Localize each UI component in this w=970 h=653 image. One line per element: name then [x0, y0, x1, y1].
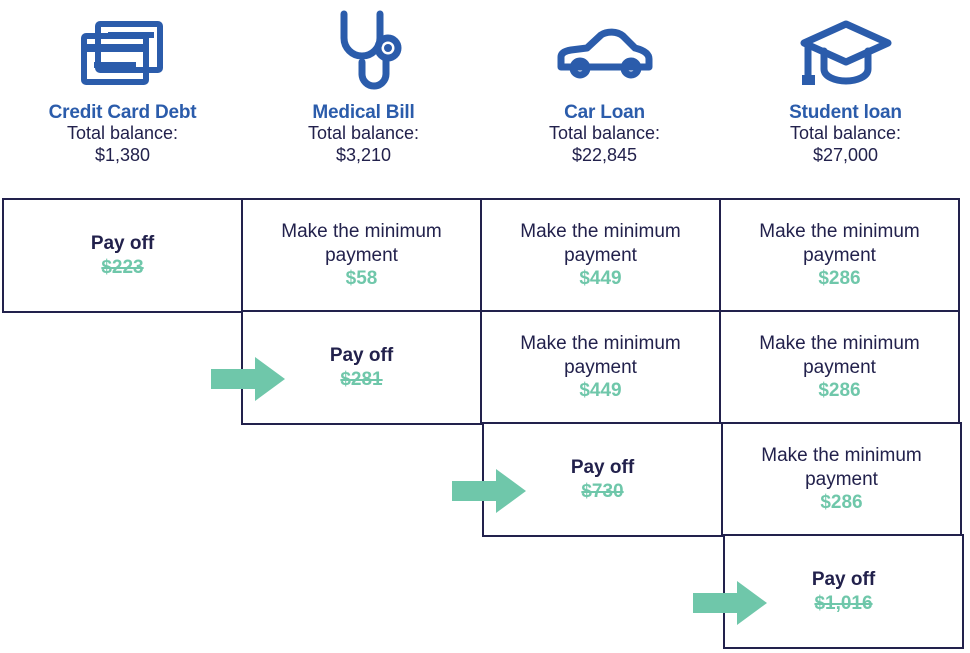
plan-cell-blank	[2, 424, 243, 537]
plan-cell-minimum[interactable]: Make the minimum payment $286	[719, 310, 960, 425]
debt-name: Student loan	[789, 102, 902, 123]
cell-action-label: Make the minimum payment	[761, 444, 922, 490]
cell-action-label: Make the minimum payment	[520, 332, 681, 378]
plan-cell-blank	[243, 536, 484, 649]
debt-header-credit-card-debt: Credit Card Debt Total balance: $1,380	[2, 0, 243, 200]
plan-cell-blank	[2, 312, 243, 425]
cell-action-label: Pay off	[811, 568, 876, 590]
plan-cell-minimum[interactable]: Make the minimum payment $286	[719, 198, 960, 313]
cell-amount: $286	[818, 380, 861, 402]
plan-cell-blank	[243, 424, 484, 537]
plan-cell-minimum[interactable]: Make the minimum payment $286	[721, 422, 962, 537]
cell-amount: $58	[345, 268, 378, 290]
cell-amount: $281	[340, 368, 383, 390]
cell-action-label: Pay off	[90, 232, 155, 254]
balance-amount: $1,380	[94, 144, 151, 165]
debt-name: Car Loan	[564, 102, 645, 123]
cell-action-label: Pay off	[329, 344, 394, 366]
balance-amount: $27,000	[812, 144, 879, 165]
plan-row: Pay off $223 Make the minimum payment $5…	[2, 198, 968, 313]
plan-row: Pay off $1,016	[2, 534, 968, 649]
cell-action-label: Pay off	[570, 456, 635, 478]
cell-amount: $286	[820, 492, 863, 514]
cell-amount: $286	[818, 268, 861, 290]
plan-cell-payoff[interactable]: Pay off $223	[2, 198, 243, 313]
debt-header-medical-bill: Medical Bill Total balance: $3,210	[243, 0, 484, 200]
debt-name: Medical Bill	[312, 102, 415, 123]
balance-label: Total balance:	[789, 123, 902, 144]
plan-cell-payoff[interactable]: Pay off $730	[482, 422, 723, 537]
cell-amount: $449	[579, 380, 622, 402]
cell-amount: $730	[581, 480, 624, 502]
cell-action-label: Make the minimum payment	[759, 220, 920, 266]
balance-label: Total balance:	[548, 123, 661, 144]
cell-amount: $449	[579, 268, 622, 290]
balance-label: Total balance:	[307, 123, 420, 144]
cell-action-label: Make the minimum payment	[281, 220, 442, 266]
plan-cell-minimum[interactable]: Make the minimum payment $449	[480, 310, 721, 425]
cell-action-label: Make the minimum payment	[759, 332, 920, 378]
cell-amount: $223	[101, 256, 144, 278]
plan-cell-minimum[interactable]: Make the minimum payment $449	[480, 198, 721, 313]
plan-row: Pay off $730 Make the minimum payment $2…	[2, 422, 968, 537]
cell-amount: $1,016	[814, 592, 873, 614]
payment-plan-grid: Pay off $223 Make the minimum payment $5…	[2, 198, 968, 651]
plan-row: Pay off $281 Make the minimum payment $4…	[2, 310, 968, 425]
plan-cell-payoff[interactable]: Pay off $1,016	[723, 534, 964, 649]
balance-amount: $22,845	[571, 144, 638, 165]
plan-cell-blank	[484, 536, 725, 649]
debt-name: Credit Card Debt	[48, 102, 197, 123]
credit-cards-icon	[77, 8, 169, 100]
plan-cell-minimum[interactable]: Make the minimum payment $58	[241, 198, 482, 313]
debt-header-car-loan: Car Loan Total balance: $22,845	[484, 0, 725, 200]
debt-headers-row: Credit Card Debt Total balance: $1,380 M…	[2, 0, 968, 200]
balance-label: Total balance:	[66, 123, 179, 144]
graduation-cap-icon	[798, 8, 894, 100]
plan-cell-blank	[2, 536, 243, 649]
balance-amount: $3,210	[335, 144, 392, 165]
stethoscope-icon	[318, 8, 410, 100]
cell-action-label: Make the minimum payment	[520, 220, 681, 266]
debt-header-student-loan: Student loan Total balance: $27,000	[725, 0, 966, 200]
plan-cell-payoff[interactable]: Pay off $281	[241, 310, 482, 425]
car-icon	[553, 8, 657, 100]
